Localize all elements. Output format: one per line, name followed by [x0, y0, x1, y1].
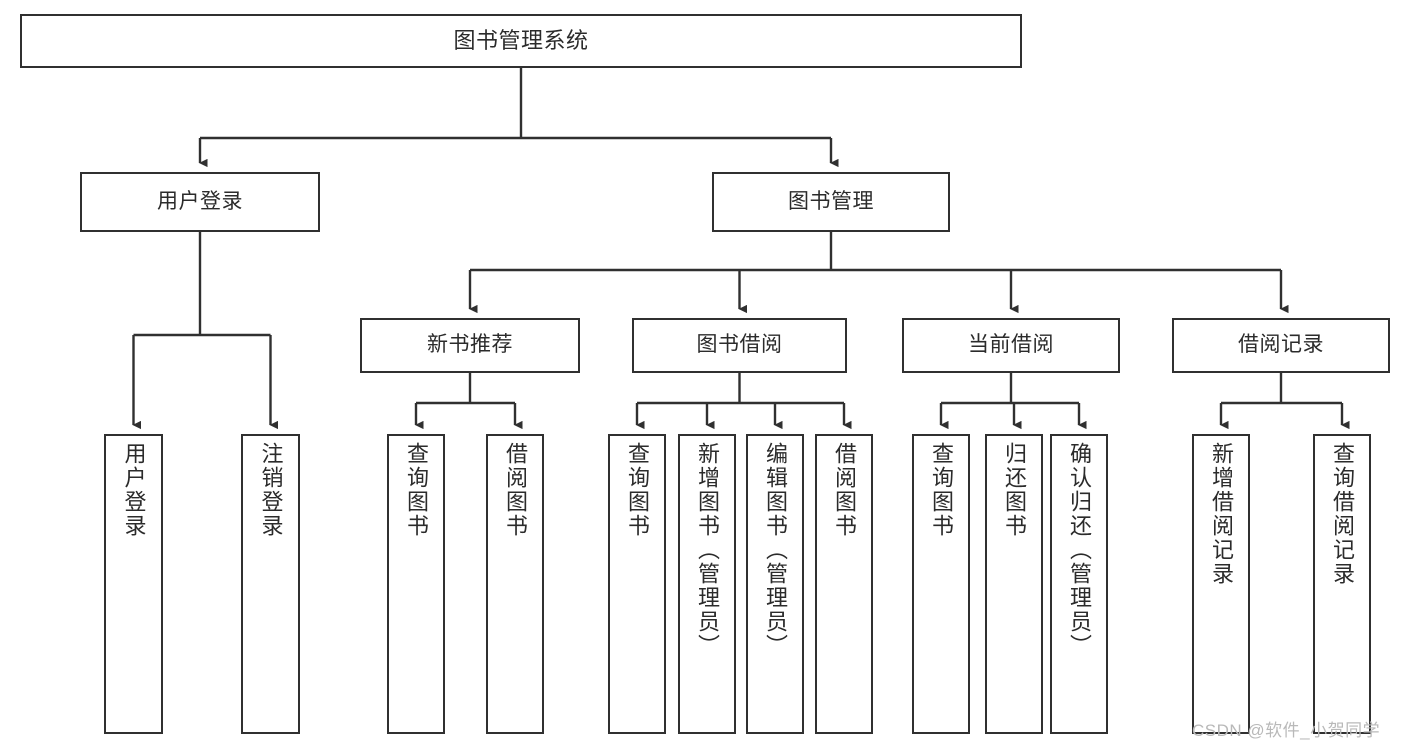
- node-leaf-newbook-query-label: 查询图书: [404, 442, 429, 538]
- node-leaf-logout-label: 注销登录: [258, 442, 284, 538]
- node-borrow-record-label: 借阅记录: [1238, 333, 1324, 357]
- node-leaf-current-confirm-label: 确认归还（管理员）: [1067, 442, 1092, 658]
- node-leaf-record-add-label: 新增借阅记录: [1209, 442, 1234, 586]
- node-book-borrow[interactable]: 图书借阅: [632, 318, 847, 373]
- node-root[interactable]: 图书管理系统: [20, 14, 1022, 68]
- node-leaf-current-query-label: 查询图书: [929, 442, 954, 538]
- node-leaf-borrow-query-label: 查询图书: [625, 442, 650, 538]
- node-user-login-label: 用户登录: [157, 189, 243, 213]
- node-leaf-record-query-label: 查询借阅记录: [1330, 442, 1355, 586]
- node-leaf-borrow-add[interactable]: 新增图书（管理员）: [678, 434, 736, 734]
- node-root-label: 图书管理系统: [453, 28, 589, 54]
- node-book-borrow-label: 图书借阅: [696, 333, 783, 357]
- node-book-management[interactable]: 图书管理: [712, 172, 950, 232]
- node-leaf-record-add[interactable]: 新增借阅记录: [1192, 434, 1250, 734]
- node-leaf-borrow-query[interactable]: 查询图书: [608, 434, 666, 734]
- node-leaf-user-login-label: 用户登录: [121, 442, 147, 538]
- node-leaf-newbook-query[interactable]: 查询图书: [387, 434, 445, 734]
- node-leaf-newbook-borrow-label: 借阅图书: [503, 442, 528, 538]
- node-leaf-record-query[interactable]: 查询借阅记录: [1313, 434, 1371, 734]
- node-current-borrow-label: 当前借阅: [968, 333, 1054, 357]
- node-leaf-borrow-borrow-label: 借阅图书: [832, 442, 857, 538]
- node-new-book-recommend-label: 新书推荐: [427, 333, 513, 357]
- node-leaf-borrow-edit[interactable]: 编辑图书（管理员）: [746, 434, 804, 734]
- node-leaf-current-query[interactable]: 查询图书: [912, 434, 970, 734]
- node-new-book-recommend[interactable]: 新书推荐: [360, 318, 580, 373]
- node-borrow-record[interactable]: 借阅记录: [1172, 318, 1390, 373]
- node-leaf-logout[interactable]: 注销登录: [241, 434, 300, 734]
- node-leaf-newbook-borrow[interactable]: 借阅图书: [486, 434, 544, 734]
- node-leaf-current-return-label: 归还图书: [1002, 442, 1027, 538]
- node-leaf-borrow-borrow[interactable]: 借阅图书: [815, 434, 873, 734]
- node-leaf-current-confirm[interactable]: 确认归还（管理员）: [1050, 434, 1108, 734]
- node-user-login[interactable]: 用户登录: [80, 172, 320, 232]
- node-book-management-label: 图书管理: [788, 189, 874, 213]
- node-leaf-current-return[interactable]: 归还图书: [985, 434, 1043, 734]
- node-leaf-borrow-add-label: 新增图书（管理员）: [695, 442, 720, 658]
- node-leaf-user-login[interactable]: 用户登录: [104, 434, 163, 734]
- node-current-borrow[interactable]: 当前借阅: [902, 318, 1120, 373]
- node-leaf-borrow-edit-label: 编辑图书（管理员）: [763, 442, 788, 658]
